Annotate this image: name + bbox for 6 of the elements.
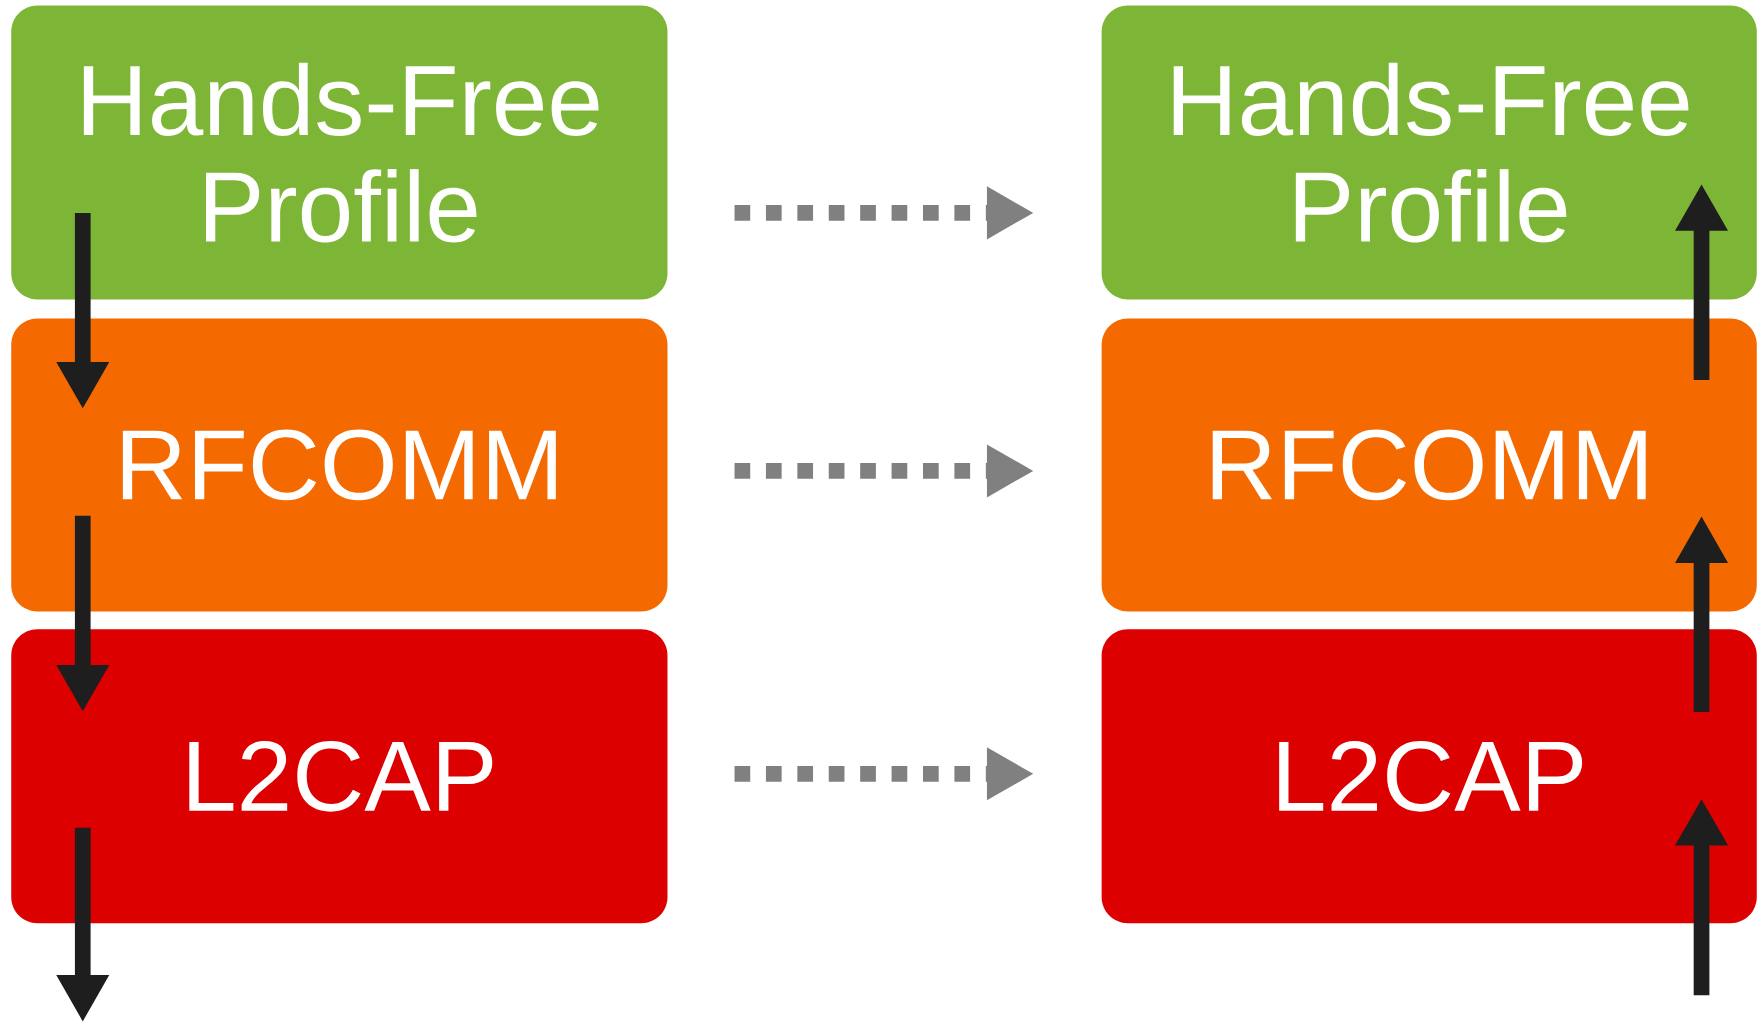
layer-box: Hands-Free Profile [1101, 5, 1757, 300]
layer-box: RFCOMM [1101, 318, 1757, 612]
layer-box: RFCOMM [11, 318, 668, 612]
layer-box: L2CAP [1101, 629, 1757, 924]
layer-box: L2CAP [11, 629, 668, 924]
layer-box: Hands-Free Profile [11, 5, 668, 300]
